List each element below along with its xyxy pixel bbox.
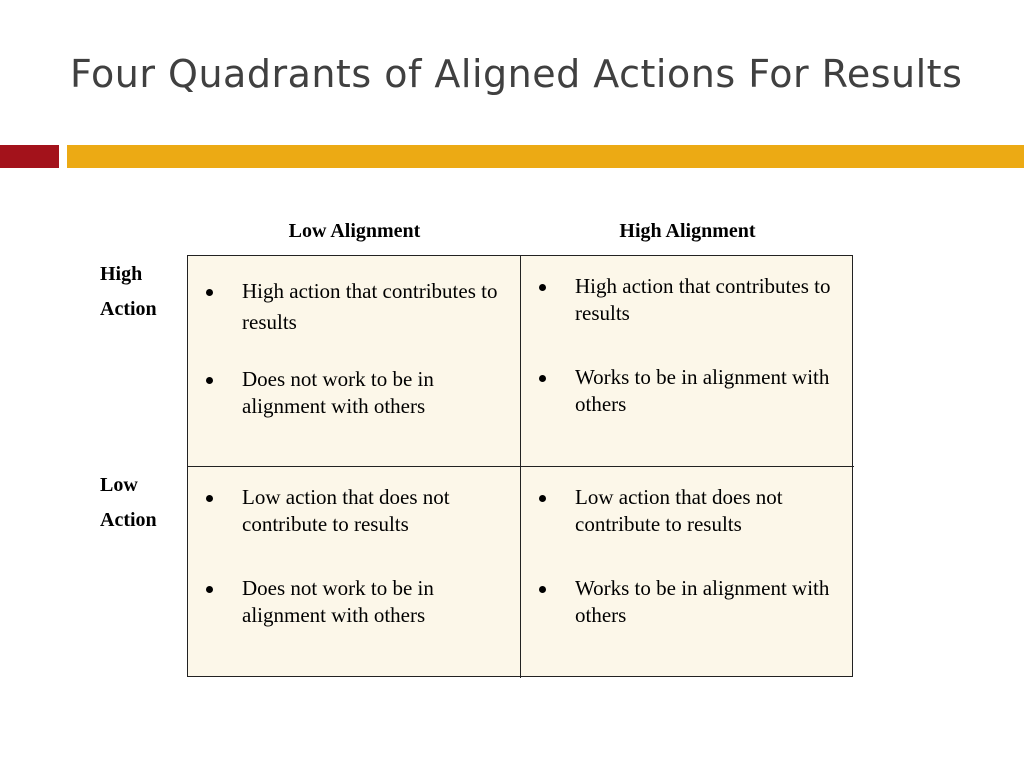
quadrant-low-action-low-alignment: Low action that does not contribute to r… [188,467,521,678]
bullet-item: High action that contributes to results [202,276,502,338]
quadrant-low-action-high-alignment: Low action that does not contribute to r… [521,467,854,678]
bullet-icon [206,289,213,296]
bullet-list: Low action that does not contribute to r… [535,484,836,629]
bullet-item: Low action that does not contribute to r… [202,484,502,538]
row-header-line: Low [100,474,138,496]
column-header-low-alignment: Low Alignment [288,220,421,242]
bullet-icon [539,495,546,502]
column-header-high-alignment: High Alignment [619,220,756,242]
bullet-list: High action that contributes to results … [202,276,502,420]
row-header-line: High [100,263,143,285]
bullet-list: Low action that does not contribute to r… [202,484,502,629]
bullet-text: Low action that does not contribute to r… [575,485,783,536]
bullet-icon [206,586,213,593]
bullet-item: Low action that does not contribute to r… [535,484,836,538]
bullet-icon [539,586,546,593]
row-header-high-action: High Action [100,257,157,327]
bullet-icon [206,377,213,384]
bullet-icon [206,495,213,502]
bullet-icon [539,284,546,291]
bullet-icon [539,375,546,382]
quadrant-high-action-high-alignment: High action that contributes to results … [521,256,854,467]
bullet-text: Works to be in alignment with others [575,365,830,416]
bullet-text: Works to be in alignment with others [575,576,830,627]
bullet-item: Does not work to be in alignment with ot… [202,366,502,420]
slide-title: Four Quadrants of Aligned Actions For Re… [70,52,963,96]
bullet-item: High action that contributes to results [535,273,836,327]
quadrant-grid: High action that contributes to results … [187,255,854,678]
quadrant-high-action-low-alignment: High action that contributes to results … [188,256,521,467]
row-header-line: Action [100,298,157,320]
row-header-line: Action [100,509,157,531]
bullet-item: Works to be in alignment with others [535,575,836,629]
bullet-text: Low action that does not contribute to r… [242,485,450,536]
bullet-item: Works to be in alignment with others [535,364,836,418]
bullet-text: High action that contributes to results [242,279,498,334]
bullet-text: Does not work to be in alignment with ot… [242,576,434,627]
accent-bar-red [0,145,59,168]
bullet-list: High action that contributes to results … [535,273,836,418]
accent-bar-gold [67,145,1024,168]
bullet-text: High action that contributes to results [575,274,831,325]
bullet-text: Does not work to be in alignment with ot… [242,367,434,418]
row-header-low-action: Low Action [100,468,157,538]
bullet-item: Does not work to be in alignment with ot… [202,575,502,629]
